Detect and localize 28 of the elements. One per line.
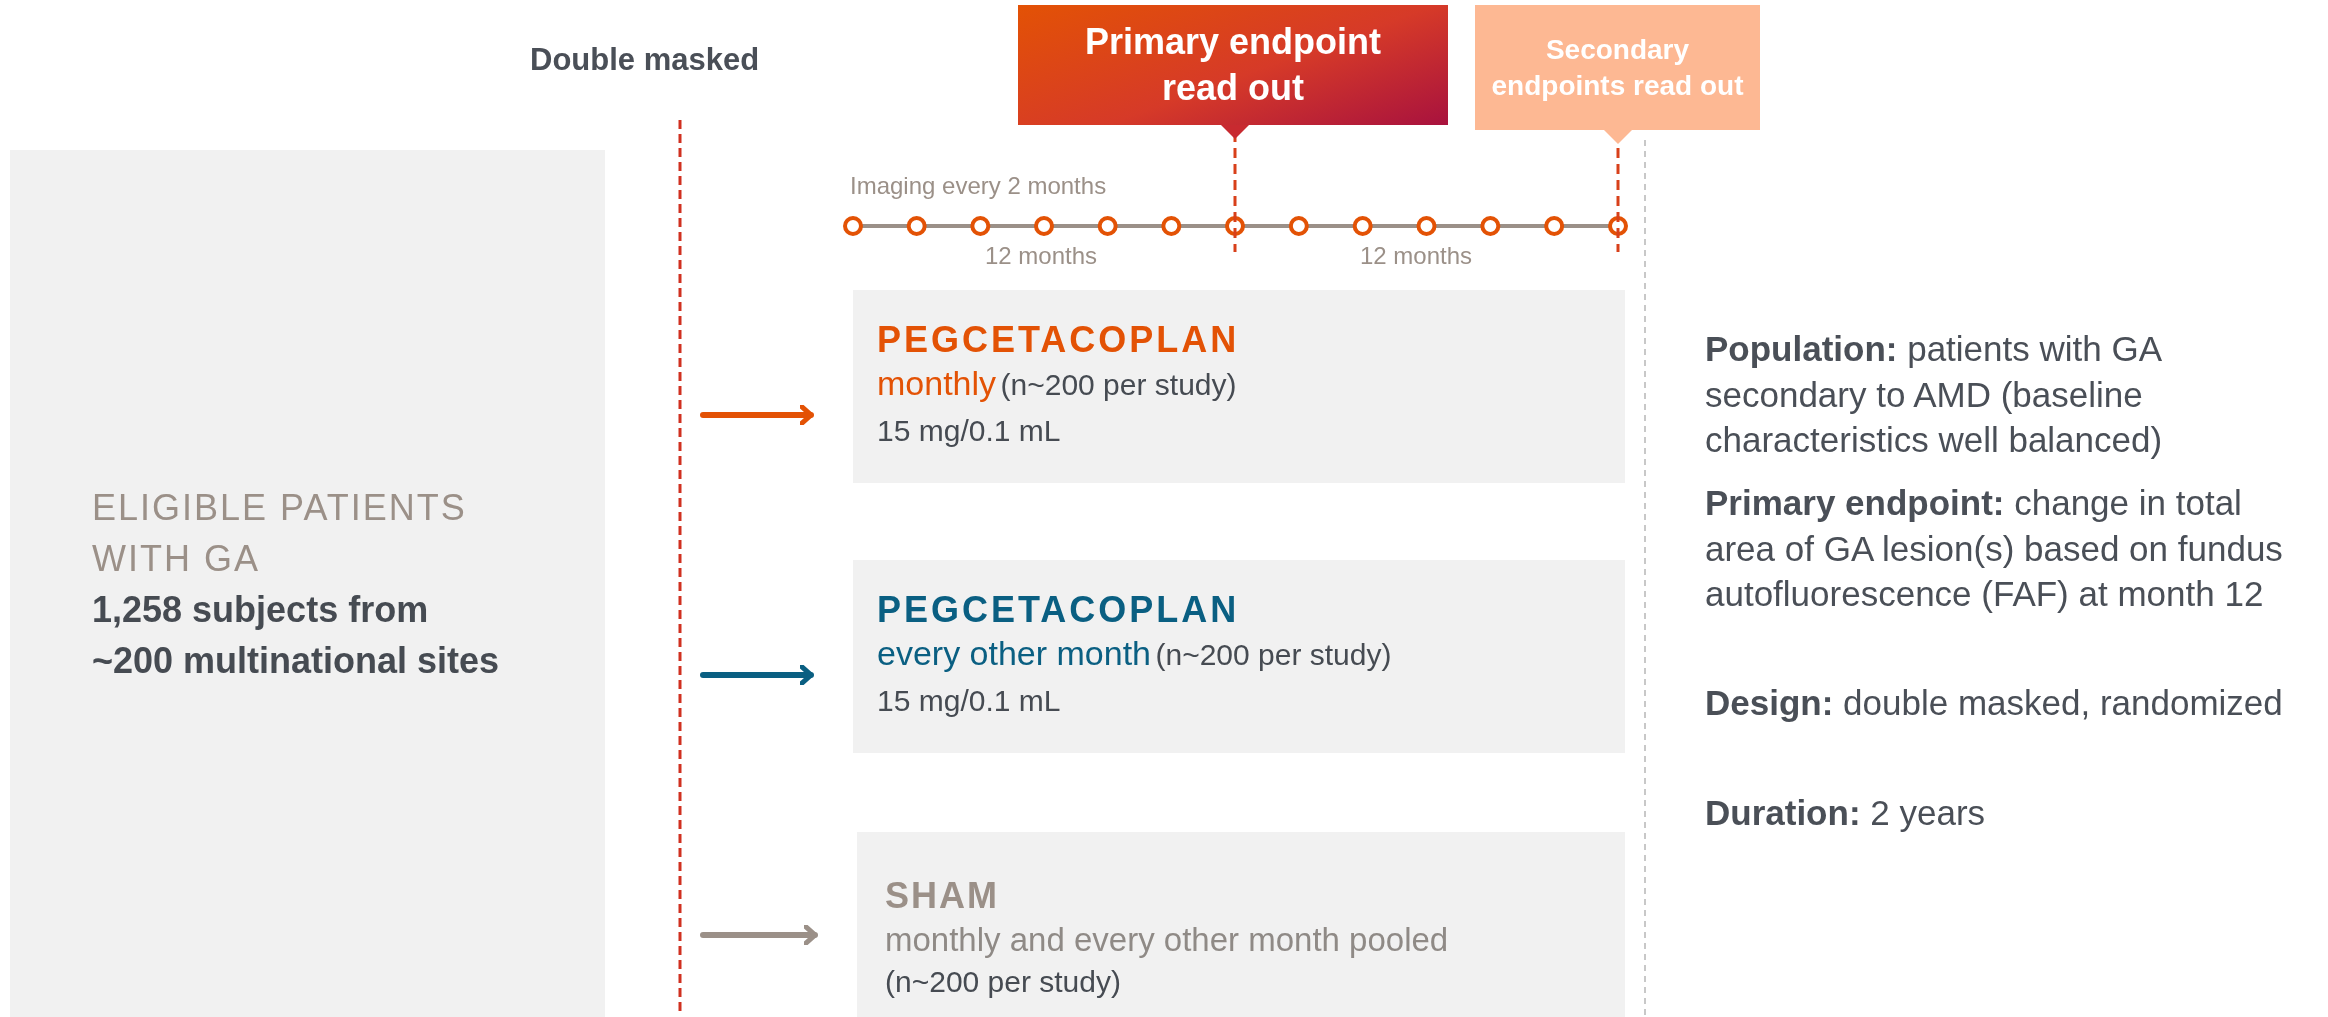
dosing-frequency: every other month [877,634,1152,672]
sample-size: (n~200 per study) [885,964,1122,1000]
drug-name: PEGCETACOPLAN [877,588,1241,632]
study-detail: Design: double masked, randomized [1705,682,2284,724]
dose: 15 mg/0.1 mL [877,413,1062,449]
arrow [700,923,818,947]
arm-name: SHAM [885,874,1000,918]
dose: 15 mg/0.1 mL [877,683,1062,719]
section-heading: Double masked [530,41,761,79]
sample-size: (n~200 per study) [1155,638,1392,671]
arrow [700,663,814,687]
timeline-label: Imaging every 2 months [850,171,1108,201]
callout-box [1475,5,1760,130]
arrow [700,403,814,427]
duration-label: 12 months [1360,241,1474,271]
cohort-detail: 1,258 subjects from ~200 multinational sites [92,587,501,683]
dosing-frequency: monthly [877,364,997,402]
callout-text: Secondary endpoints read out [1490,32,1745,103]
cohort-heading: ELIGIBLE PATIENTS WITH GA [92,485,468,581]
drug-name: PEGCETACOPLAN [877,318,1241,362]
callout-text: Primary endpoint read out [1083,20,1383,110]
callout-box [1018,5,1448,125]
sample-size: (n~200 per study) [1000,368,1237,401]
study-detail: Duration: 2 years [1705,792,1987,834]
dosing-frequency: monthly and every other month pooled [885,920,1450,960]
study-detail: Population: patients with GA secondary to AMD (baseline characteristics well balanced) [1705,328,2164,461]
duration-label: 12 months [985,241,1099,271]
study-detail: Primary endpoint: change in total area of GA lesion(s) based on fundus autofluorescence (FAF) at month 12 [1705,482,2284,615]
